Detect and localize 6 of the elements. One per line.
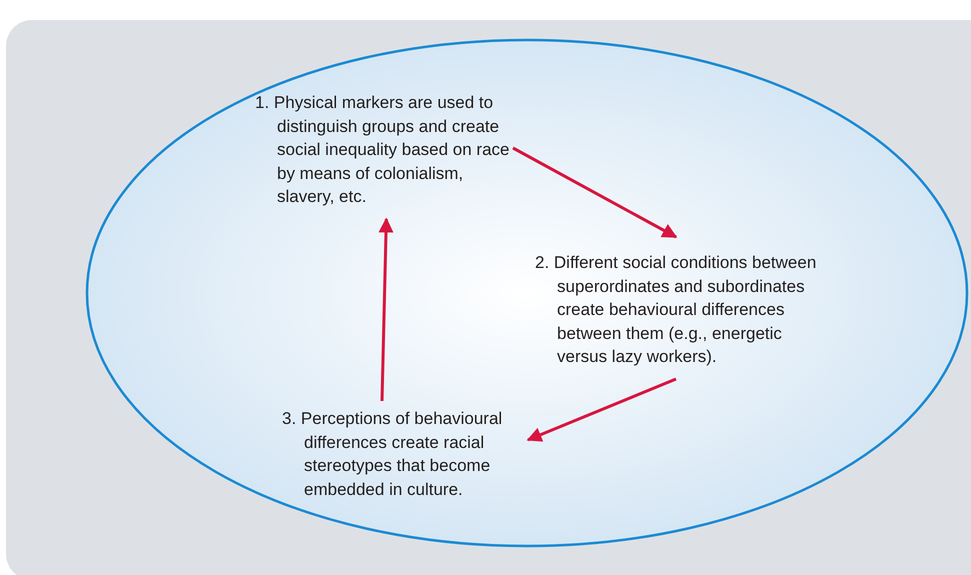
arrow <box>526 378 677 442</box>
step-text: 3. Perceptions of behavioural differences create racial stereotypes that become embedded in culture. <box>282 408 504 500</box>
step-text: 1. Physical markers are used to distinguish groups and create social inequality based on race by means of colonialism, slavery, etc. <box>255 92 510 208</box>
arrow <box>512 146 678 238</box>
arrow <box>378 218 394 402</box>
step-text: 2. Different social conditions between superordinates and subordinates create behavioural differences between them (e.g., energetic versus lazy workers). <box>535 252 818 368</box>
